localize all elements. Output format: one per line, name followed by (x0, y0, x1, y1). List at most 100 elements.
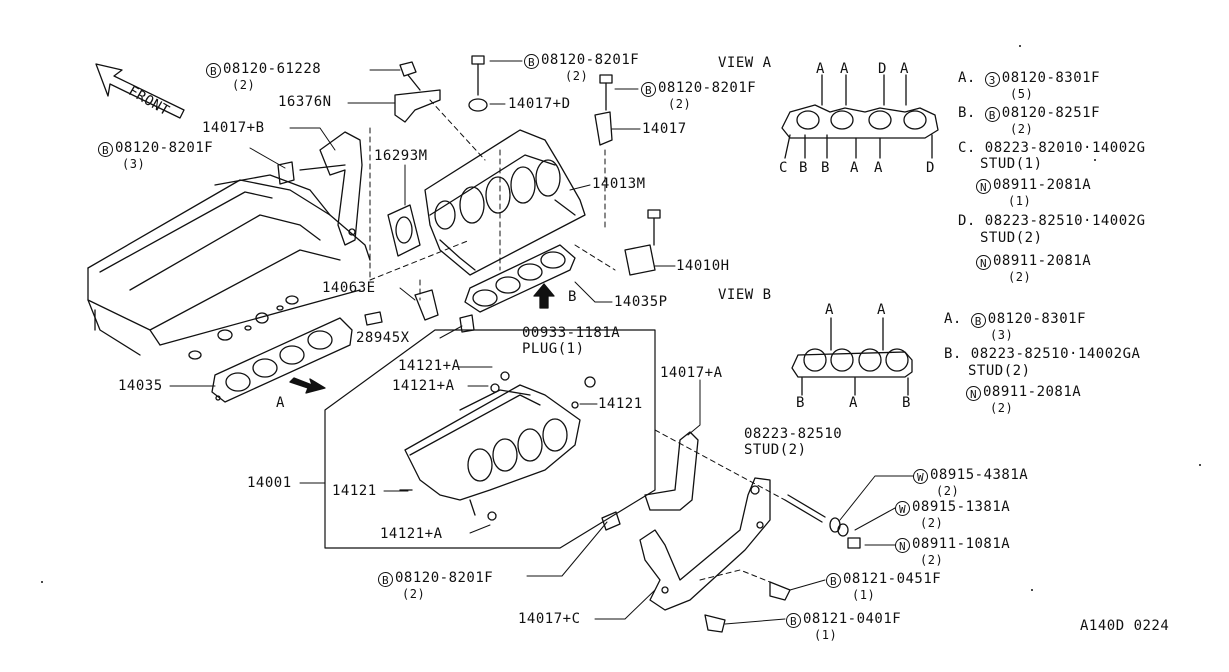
part-14013m: 14013M (592, 176, 646, 192)
view-a-legend-c: C. 08223-82010·14002G (958, 140, 1146, 156)
view-b-letter: A (825, 302, 834, 318)
stud-label: STUD(2) (744, 442, 807, 458)
view-b-letter: A (877, 302, 886, 318)
part-08223-82510: 08223-82510 (744, 426, 843, 442)
part-14063e: 14063E (322, 280, 376, 296)
view-a-arrow (289, 377, 326, 394)
view-b-letter: A (849, 395, 858, 411)
view-b-arrow (533, 283, 555, 309)
intake-collector-14013m (424, 129, 586, 276)
qty-08911-1081a: (2) (920, 553, 944, 567)
view-a-legend-b-qty: (2) (1010, 122, 1034, 136)
part-16293m: 16293M (374, 148, 428, 164)
view-a-legend-c-stud: STUD(1) (980, 156, 1043, 172)
qty-08120-8201f-a: (2) (565, 69, 589, 83)
bracket-14017b (299, 131, 363, 246)
bolts (277, 55, 661, 333)
part-14035: 14035 (118, 378, 163, 394)
qty-08120-61228: (2) (232, 78, 256, 92)
specks (41, 45, 1201, 591)
view-a-legend-d-nut-qty: (2) (1008, 270, 1032, 284)
qty-08121-0401f: (1) (814, 628, 838, 642)
bracket-16376n (394, 89, 441, 123)
dashed-lines (369, 99, 786, 583)
view-b-title: VIEW B (718, 287, 772, 303)
view-b-legend-b: B. 08223-82510·14002GA (944, 346, 1141, 362)
part-14121-left: 14121 (332, 483, 377, 499)
view-a-legend-a-qty: (5) (1010, 87, 1034, 101)
part-14001: 14001 (247, 475, 292, 491)
view-a-letter: D (926, 160, 935, 176)
part-00933-1181a: 00933-1181A (522, 325, 621, 341)
part-14121-right: 14121 (598, 396, 643, 412)
part-14010h: 14010H (676, 258, 730, 274)
bracket-14017a (644, 431, 699, 511)
view-a-letter: C (779, 160, 788, 176)
view-a-letter: A (850, 160, 859, 176)
part-14017: 14017 (642, 121, 687, 137)
part-14017b: 14017+B (202, 120, 265, 136)
part-14121a-1: 14121+A (398, 358, 461, 374)
part-14035p: 14035P (614, 294, 668, 310)
part-14017d: 14017+D (508, 96, 571, 112)
view-b-legend-a-qty: (3) (990, 328, 1014, 342)
group-frame (324, 329, 656, 549)
qty-08120-8201f-c: (3) (122, 157, 146, 171)
part-14121a-3: 14121+A (380, 526, 443, 542)
view-a-letter: A (816, 61, 825, 77)
view-a-gasket (781, 74, 939, 159)
front-arrow (95, 63, 185, 119)
qty-08120-8201f-d: (2) (402, 587, 426, 601)
view-b-letter: B (902, 395, 911, 411)
part-16376n: 16376N (278, 94, 332, 110)
view-b-legend-b-stud: STUD(2) (968, 363, 1031, 379)
view-a-letter: A (874, 160, 883, 176)
view-a-letter: B (799, 160, 808, 176)
view-a-letter: D (878, 61, 887, 77)
plug-label: PLUG(1) (522, 341, 585, 357)
arrow-a-label: A (276, 395, 285, 411)
qty-08120-8201f-b: (2) (668, 97, 692, 111)
view-a-title: VIEW A (718, 55, 772, 71)
manifold-gasket-14035 (211, 317, 353, 403)
view-a-legend-c-nut-qty: (1) (1008, 194, 1032, 208)
qty-08915-1381a: (2) (920, 516, 944, 530)
qty-08121-0451f: (1) (852, 588, 876, 602)
view-a-letter: B (821, 160, 830, 176)
part-14121a-2: 14121+A (392, 378, 455, 394)
gasket-14035p (464, 244, 576, 313)
part-28945x: 28945X (356, 330, 410, 346)
view-a-letter: A (900, 61, 909, 77)
arrow-b-label: B (568, 289, 577, 305)
gasket-16293m (387, 204, 421, 257)
part-14017a: 14017+A (660, 365, 723, 381)
view-b-legend-b-nut-qty: (2) (990, 401, 1014, 415)
intake-manifold-14001 (399, 371, 596, 521)
cylinder-head (87, 174, 371, 360)
stud-washers (601, 494, 861, 633)
view-b-gasket (791, 317, 913, 396)
leader-lines (169, 60, 914, 625)
qty-08915-4381a: (2) (936, 484, 960, 498)
view-b-letter: B (796, 395, 805, 411)
view-a-legend-d-stud: STUD(2) (980, 230, 1043, 246)
diagram-code: A140D 0224 (1080, 618, 1170, 634)
